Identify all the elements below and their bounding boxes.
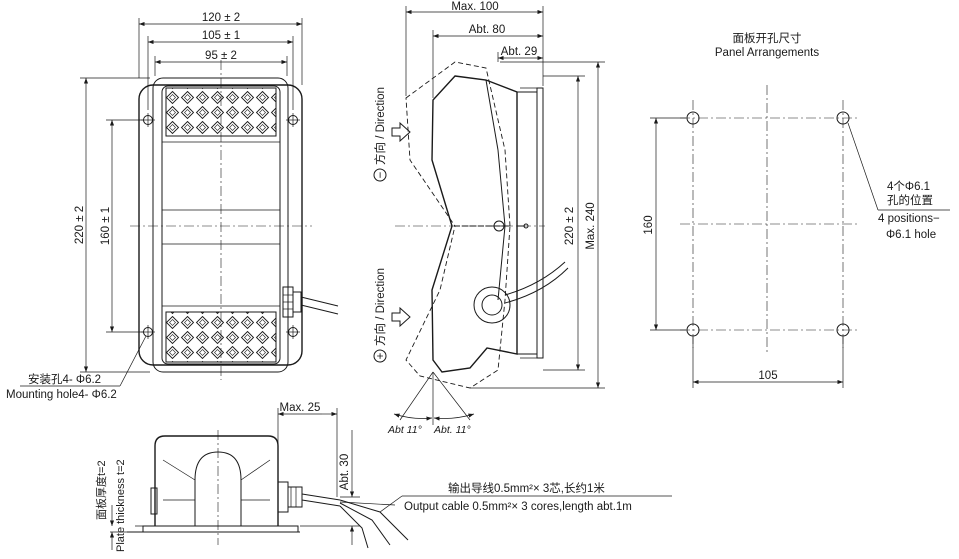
side-housing xyxy=(516,91,538,355)
dim-max-25: Max. 25 xyxy=(280,402,321,414)
cable-label-cn: 输出导线0.5mm²× 3芯,长约1米 xyxy=(448,481,605,495)
direction-top-symbol: − xyxy=(375,171,387,178)
direction-bottom-label: 方向 / Direction xyxy=(373,268,387,346)
dim-abt-30: Abt. 30 xyxy=(339,454,351,490)
mount-hole-icon xyxy=(286,325,300,339)
dim-abt-29: Abt. 29 xyxy=(501,46,537,58)
front-housing-outline xyxy=(152,77,289,373)
mount-hole-icon xyxy=(286,113,300,127)
side-view: Abt 11° Abt. 11° − 方向 / Direction + 方向 /… xyxy=(373,1,605,436)
panel-hole-icon xyxy=(836,111,850,125)
bottom-cable-gland-icon xyxy=(277,481,409,549)
panel-hole-icon xyxy=(686,323,700,337)
front-flange-outline xyxy=(138,84,303,366)
side-pedal-outline xyxy=(431,75,518,373)
panel-hole-icon xyxy=(836,323,850,337)
mount-hole-label-en: Mounting hole4- Φ6.2 xyxy=(6,389,117,401)
direction-bottom-symbol: + xyxy=(375,352,387,359)
panel-hole-note-en-2: Φ6.1 hole xyxy=(886,229,936,241)
plate-thickness-cn: 面板厚度t=2 xyxy=(94,460,108,520)
bottom-body-outline xyxy=(154,435,279,526)
side-swing-up-outline xyxy=(405,61,511,227)
dim-mid-width: 105 ± 1 xyxy=(202,30,240,42)
dim-outer-width: 120 ± 2 xyxy=(202,12,240,24)
direction-arrow-icon xyxy=(391,306,411,328)
direction-minus-icon xyxy=(373,168,387,182)
side-base-plate xyxy=(536,87,544,359)
direction-plus-icon xyxy=(373,349,387,363)
dim-height: 220 ± 2 xyxy=(74,206,86,244)
panel-arrangement: 面板开孔尺寸 Panel Arrangements 160 105 4个Φ6.1… xyxy=(643,31,950,388)
angle-right-label: Abt. 11° xyxy=(433,424,471,436)
panel-title-cn: 面板开孔尺寸 xyxy=(733,31,802,45)
dim-inner-width: 95 ± 2 xyxy=(205,50,237,62)
bottom-plate xyxy=(142,525,299,533)
side-swing-down-outline xyxy=(405,225,511,389)
mount-hole-label-cn: 安装孔4- Φ6.2 xyxy=(28,372,101,386)
dim-hole-spacing: 160 ± 1 xyxy=(100,207,112,245)
dim-max-depth: Max. 100 xyxy=(451,1,498,13)
direction-arrow-icon xyxy=(391,121,411,143)
panel-hole-note-en-1: 4 positions− xyxy=(878,213,940,225)
panel-hole-icon xyxy=(686,111,700,125)
panel-hole-note-cn-1: 4个Φ6.1 xyxy=(887,180,930,193)
panel-title-en: Panel Arrangements xyxy=(715,47,819,59)
front-view: 120 ± 2 105 ± 1 95 ± 2 220 ± 2 160 ± 1 安… xyxy=(6,12,339,401)
panel-dim-horizontal: 105 xyxy=(758,370,777,382)
dim-max-height: Max. 240 xyxy=(585,202,597,249)
cable-label-en: Output cable 0.5mm²× 3 cores,length abt.… xyxy=(404,501,632,513)
side-cable-icon xyxy=(473,261,569,324)
direction-top-label: 方向 / Direction xyxy=(373,87,387,165)
plate-thickness-en: Plate thickness t=2 xyxy=(115,459,127,552)
panel-hole-note-cn-2: 孔的位置 xyxy=(887,193,933,207)
cable-gland-icon xyxy=(282,286,339,318)
angle-left-label: Abt 11° xyxy=(387,424,422,436)
dim-abt-80: Abt. 80 xyxy=(469,24,505,36)
side-dim-height: 220 ± 2 xyxy=(564,207,576,245)
panel-dim-vertical: 160 xyxy=(643,215,655,234)
bottom-view: 面板厚度t=2 Plate thickness t=2 Max. 25 Abt.… xyxy=(94,402,672,552)
